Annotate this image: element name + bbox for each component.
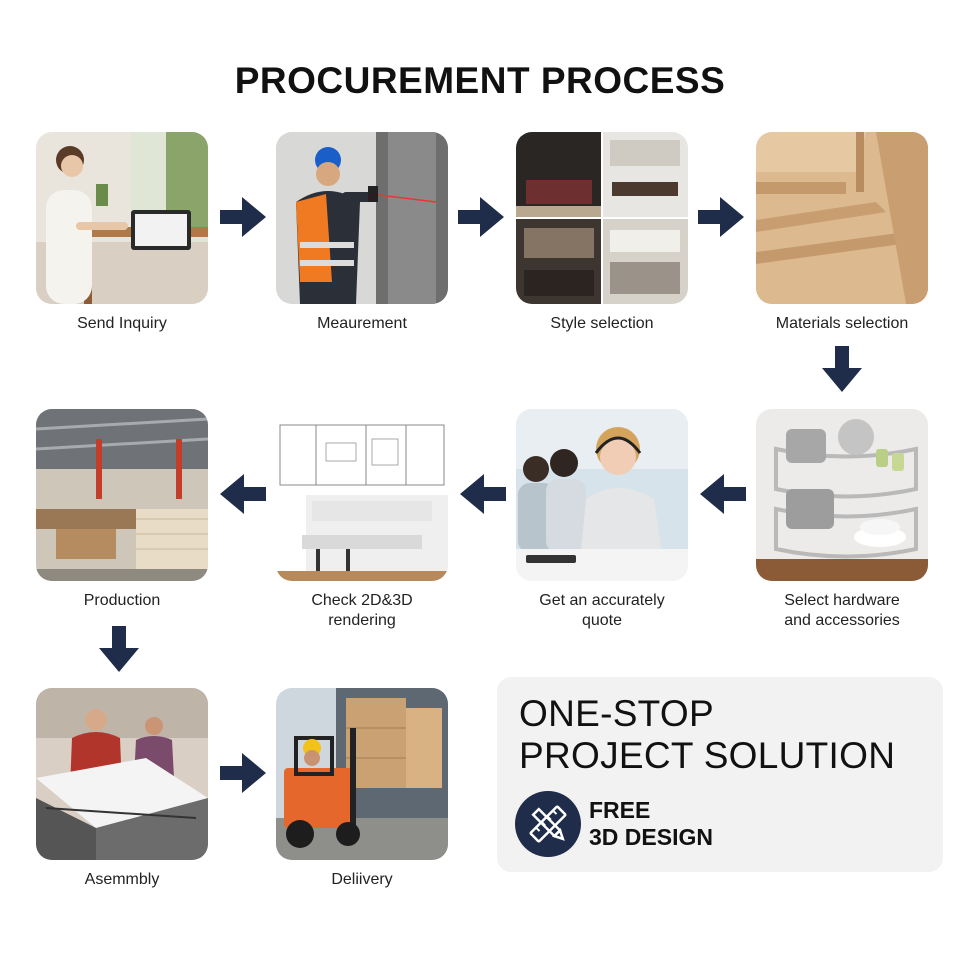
- free-design-badge: FREE 3D DESIGN: [589, 797, 713, 850]
- kitchen-styles-photo: [516, 132, 688, 304]
- arrow-right-icon: [698, 197, 744, 237]
- step-check-rendering: Check 2D&3D rendering: [276, 409, 448, 631]
- solution-panel: ONE-STOP PROJECT SOLUTION FREE 3D DESIGN: [497, 677, 943, 872]
- pencil-ruler-icon: [515, 791, 581, 857]
- arrow-left-icon: [700, 474, 746, 514]
- step-label: Deliivery: [331, 871, 393, 888]
- step-get-quote: Get an accurately quote: [516, 409, 688, 631]
- arrow-down-icon: [822, 346, 862, 392]
- step-label: Style selection: [550, 315, 654, 332]
- step-label: Check 2D&3D rendering: [311, 592, 413, 629]
- step-assembly: Asemmbly: [36, 688, 208, 890]
- step-label: Meaurement: [317, 315, 407, 332]
- step-materials-selection: Materials selection: [756, 132, 928, 334]
- arrow-right-icon: [220, 753, 266, 793]
- step-send-inquiry: Send Inquiry: [36, 132, 208, 334]
- mdf-boards-photo: [756, 132, 928, 304]
- step-label: Send Inquiry: [77, 315, 167, 332]
- arrow-down-icon: [99, 626, 139, 672]
- solution-title: ONE-STOP PROJECT SOLUTION: [519, 693, 896, 776]
- laptop-woman-photo: [36, 132, 208, 304]
- step-measurement: Meaurement: [276, 132, 448, 334]
- step-style-selection: Style selection: [516, 132, 688, 334]
- kitchen-basket-photo: [756, 409, 928, 581]
- laser-measure-worker-photo: [276, 132, 448, 304]
- step-delivery: Deliivery: [276, 688, 448, 890]
- arrow-left-icon: [220, 474, 266, 514]
- step-label: Materials selection: [775, 315, 909, 332]
- step-label: Production: [83, 592, 161, 609]
- step-production: Production: [36, 409, 208, 611]
- floorplan-render-photo: [276, 409, 448, 581]
- arrow-right-icon: [458, 197, 504, 237]
- step-label: Asemmbly: [84, 871, 160, 888]
- arrow-right-icon: [220, 197, 266, 237]
- page-title: PROCUREMENT PROCESS: [234, 60, 726, 101]
- assembly-workers-photo: [36, 688, 208, 860]
- step-select-hardware: Select hardware and accessories: [756, 409, 928, 631]
- forklift-truck-photo: [276, 688, 448, 860]
- call-center-photo: [516, 409, 688, 581]
- factory-photo: [36, 409, 208, 581]
- step-label: Get an accurately quote: [539, 592, 665, 629]
- arrow-left-icon: [460, 474, 506, 514]
- step-label: Select hardware and accessories: [784, 592, 900, 629]
